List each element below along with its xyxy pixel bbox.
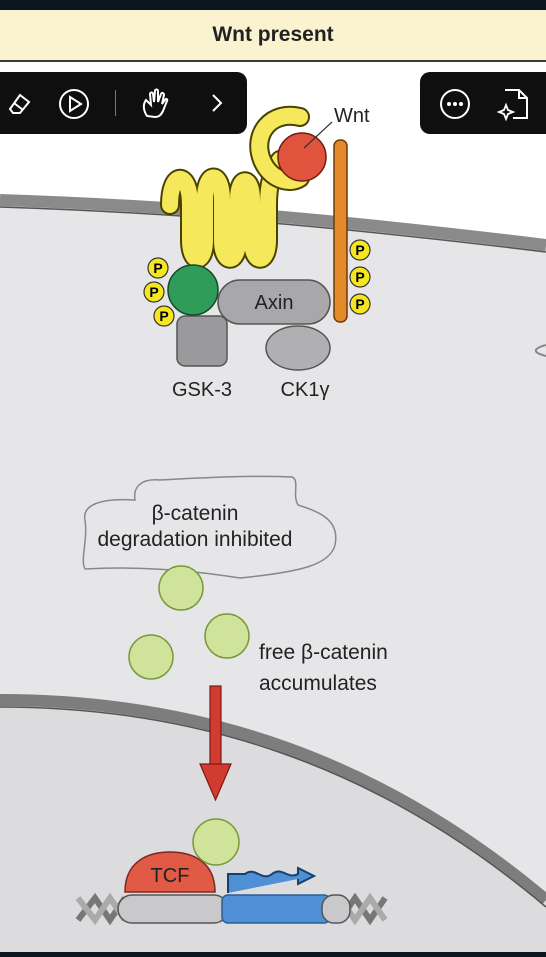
gsk3-label: GSK-3 [172,379,232,401]
beta-catenin [204,613,250,659]
degradation-callout [82,475,337,579]
free-catenin-line1: free β-catenin [259,641,388,664]
wnt-pointer [303,121,333,149]
frizzled-crd-fill [251,107,308,189]
tcf [124,851,216,893]
dna-helix [75,892,388,926]
free-catenin-line2: accumulates [259,672,377,695]
phosphate-label: P [159,308,168,324]
lrp-receptor [333,139,348,323]
document-toolbar [420,72,546,134]
phosphate-group: P P P P P P [143,239,371,327]
nuclear-envelope [0,694,546,905]
tcf-label: TCF [151,865,190,887]
phosphate-label: P [355,269,364,285]
phosphate-label: P [153,260,162,276]
destruction-complex-ball [167,264,219,316]
ck1 [265,325,331,371]
transcription-arrow [227,866,317,893]
organelle-edge [534,344,546,357]
document-sparkle-icon[interactable] [496,85,534,123]
page-title: Wnt present [0,10,546,62]
gsk3 [176,315,228,367]
translocation-arrow [199,685,232,802]
annotation-toolbar [0,72,247,134]
nuclear-beta-catenin [192,818,240,866]
hand-icon[interactable] [137,86,173,122]
wnt-diagram: Wnt Axin GSK-3 CK1γ P P P P P P β-c [0,105,546,952]
chevron-right-icon[interactable] [204,90,230,116]
axin-label: Axin [255,292,294,314]
toolbar-divider [115,90,116,116]
wnt-label: Wnt [334,105,370,127]
beta-catenin [128,634,174,680]
phosphate-label: P [355,242,364,258]
status-bar [0,0,546,10]
wnt-ligand [277,132,327,182]
frizzled-fill [162,152,288,267]
play-icon[interactable] [57,87,91,121]
eraser-icon[interactable] [2,88,32,118]
degradation-text-line2: degradation inhibited [98,528,293,551]
degradation-text-line1: β-catenin [152,502,239,525]
phosphate-label: P [355,296,364,312]
beta-catenin [158,565,204,611]
diagram-canvas: Wnt Axin GSK-3 CK1γ P P P P P P β-c [0,62,546,952]
nuclear-envelope-inner [0,706,546,908]
axin [217,279,331,325]
phosphate-label: P [149,284,158,300]
more-icon[interactable] [438,87,472,121]
ck1-label: CK1γ [281,379,330,401]
